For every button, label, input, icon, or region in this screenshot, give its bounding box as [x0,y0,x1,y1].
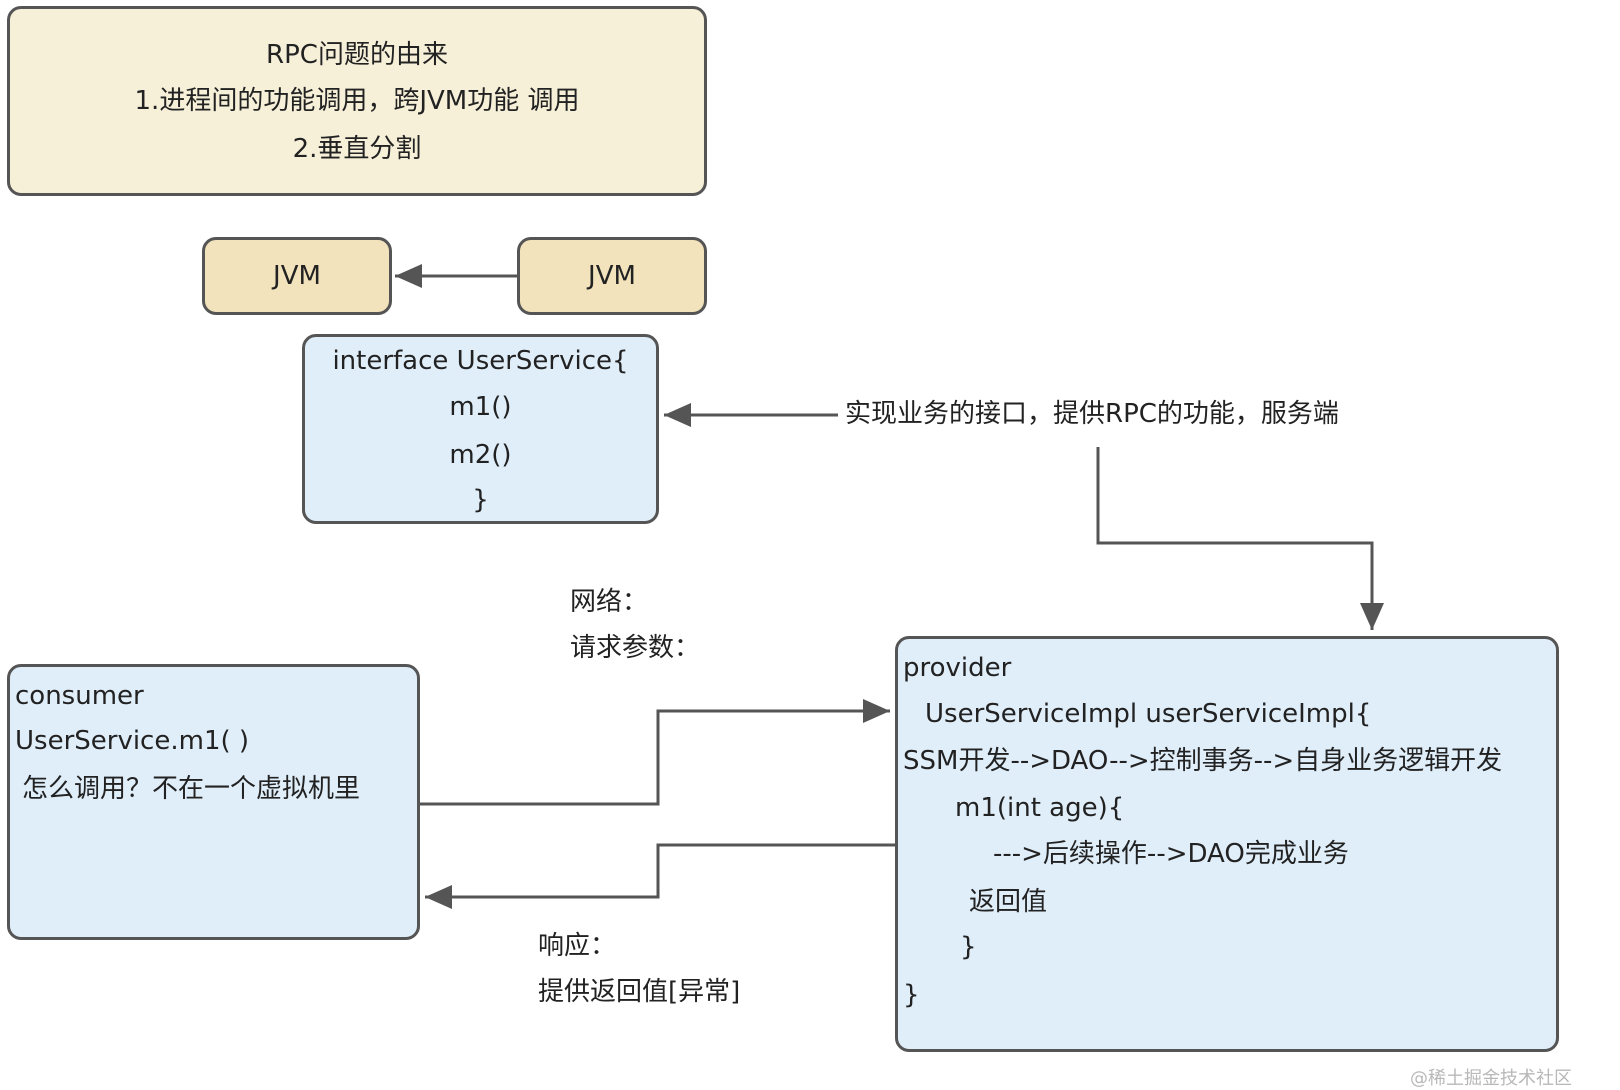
title-line-1: RPC问题的由来 [266,40,448,70]
consumer-box: consumer UserService.m1( ) 怎么调用？不在一个虚拟机里 [7,664,420,940]
response-note-line-2: 提供返回值[异常] [538,977,741,1007]
jvm-left-label: JVM [273,261,321,291]
interface-line-4: } [472,485,489,515]
provider-line-3: SSM开发-->DAO-->控制事务-->自身业务逻辑开发 [903,746,1503,776]
consumer-line-3: 怎么调用？不在一个虚拟机里 [22,774,361,804]
arrow-consumer-to-provider [420,699,890,806]
title-line-3: 2.垂直分割 [292,134,422,164]
provider-line-1: provider [903,653,1012,683]
arrow-provider-to-consumer [425,843,895,909]
watermark: @稀土掘金技术社区 [1410,1068,1572,1089]
provider-line-7: } [960,932,977,962]
interface-box: interface UserService{ m1() m2() } [302,334,659,524]
provider-line-2: UserServiceImpl userServiceImpl{ [925,699,1372,729]
title-box: RPC问题的由来 1.进程间的功能调用，跨JVM功能 调用 2.垂直分割 [7,6,707,196]
provider-line-5: --->后续操作-->DAO完成业务 [993,839,1349,869]
consumer-line-1: consumer [15,681,144,711]
provider-box: provider UserServiceImpl userServiceImpl… [895,636,1559,1052]
interface-line-2: m1() [449,392,512,422]
jvm-box-left: JVM [202,237,392,315]
request-note-line-2: 请求参数： [570,633,701,663]
provider-line-8: } [903,980,920,1010]
arrow-note-to-provider [1096,447,1384,630]
jvm-box-right: JVM [517,237,707,315]
request-note-line-1: 网络： [570,587,649,617]
provider-line-4: m1(int age){ [955,793,1125,823]
server-note: 实现业务的接口，提供RPC的功能，服务端 [845,399,1339,429]
response-note-line-1: 响应： [538,931,617,961]
jvm-right-label: JVM [588,261,636,291]
interface-line-1: interface UserService{ [332,346,629,376]
interface-line-3: m2() [449,440,512,470]
consumer-line-2: UserService.m1( ) [15,726,250,756]
provider-line-6: 返回值 [969,887,1048,917]
title-line-2: 1.进程间的功能调用，跨JVM功能 调用 [134,86,580,116]
